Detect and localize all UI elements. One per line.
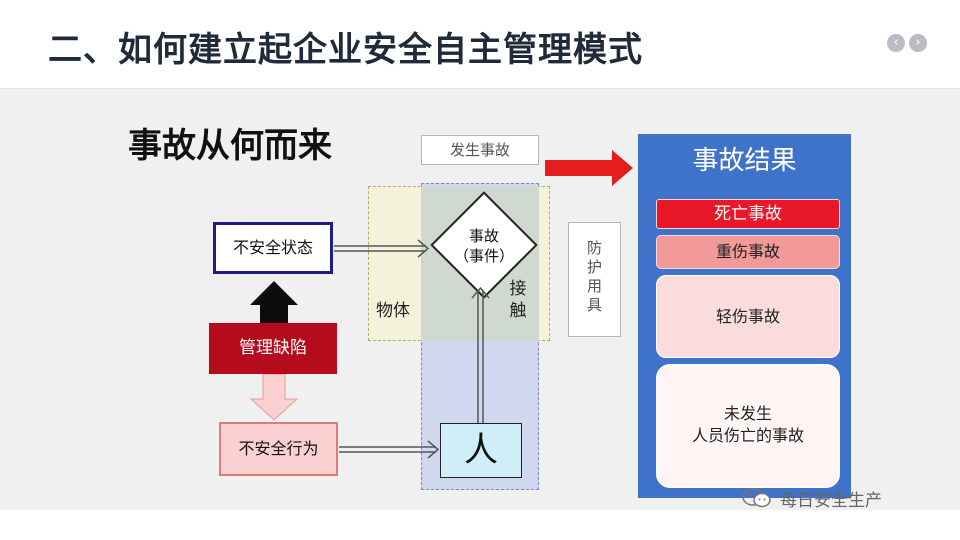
watermark: 每日安全生产	[742, 484, 882, 512]
unsafe-act-box: 不安全行为	[219, 422, 338, 476]
contact-label: 接触	[509, 279, 527, 321]
result-serious-injury: 重伤事故	[656, 235, 840, 269]
result-no-casualty-line1: 未发生	[723, 404, 772, 423]
unsafe-state-box: 不安全状态	[213, 222, 333, 274]
person-box: 人	[440, 423, 522, 478]
person-to-incident-arrow	[471, 286, 490, 423]
slide-footer	[0, 510, 960, 540]
incident-label-main: 事故	[468, 227, 499, 245]
object-label: 物体	[376, 301, 410, 321]
ppe-box: 防护用具	[568, 222, 621, 337]
accident-occurs-label: 发生事故	[421, 135, 539, 165]
watermark-text: 每日安全生产	[780, 490, 882, 511]
result-minor-injury: 轻伤事故	[656, 275, 840, 358]
to-results-arrow	[545, 150, 633, 186]
results-title: 事故结果	[692, 146, 797, 176]
state-to-incident-arrow	[334, 239, 430, 258]
prev-slide-button[interactable]: ‹	[887, 34, 905, 52]
slide-title: 二、如何建立起企业安全自主管理模式	[48, 30, 643, 70]
incident-label: 事故 （事件）	[430, 226, 538, 266]
next-slide-button[interactable]: ›	[909, 34, 927, 52]
management-defect-box: 管理缺陷	[209, 323, 337, 374]
result-death: 死亡事故	[656, 199, 840, 229]
section-heading: 事故从何而来	[128, 126, 332, 166]
result-no-casualty: 未发生 人员伤亡的事故	[656, 364, 840, 488]
incident-label-sub: （事件）	[453, 247, 514, 265]
mgmt-to-state-arrow	[250, 281, 298, 323]
wechat-icon	[742, 488, 771, 508]
act-to-person-arrow	[339, 440, 440, 459]
result-no-casualty-line2: 人员伤亡的事故	[691, 426, 804, 445]
ppe-label: 防护用具	[586, 239, 602, 314]
mgmt-to-act-arrow	[249, 373, 299, 421]
slide-header: 二、如何建立起企业安全自主管理模式 ‹ ›	[0, 0, 960, 89]
